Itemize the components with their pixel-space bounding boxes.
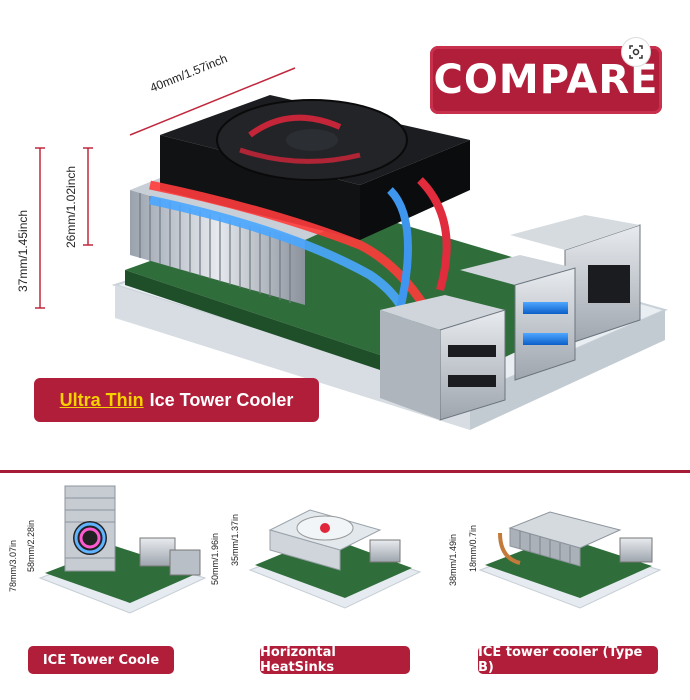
section-divider [0,470,690,473]
product-title-banner: Ultra Thin Ice Tower Cooler [34,378,319,422]
product2-inner-dim: 35mm/1.37in [230,513,240,566]
product-image-ice-tower [38,485,207,614]
lens-search-button[interactable] [622,38,650,66]
height-outer-dimension-label: 37mm/1.45inch [16,209,30,292]
product3-inner-dim: 18mm/0.7in [468,524,478,572]
product1-inner-dim: 58mm/2.28in [26,519,36,572]
product-image-horizontal-heatsinks [248,509,422,609]
product-title-highlight: Ultra Thin [59,389,144,410]
lens-search-icon [629,45,643,59]
product3-outer-dim: 38mm/1.49in [448,533,458,586]
hero-product-image [35,67,668,430]
product1-outer-dim: 78mm/3.07in [8,539,18,592]
product-title-rest: Ice Tower Cooler [149,389,294,410]
product2-outer-dim: 50mm/1.96in [210,532,220,585]
product2-label: Horizontal HeatSinks [260,645,410,675]
product1-label: ICE Tower Coole [28,646,174,674]
product-image-ice-tower-type-b [478,511,662,609]
height-inner-dimension-label: 26mm/1.02inch [64,165,78,248]
product3-label: ICE tower cooler (Type B) [478,645,658,675]
